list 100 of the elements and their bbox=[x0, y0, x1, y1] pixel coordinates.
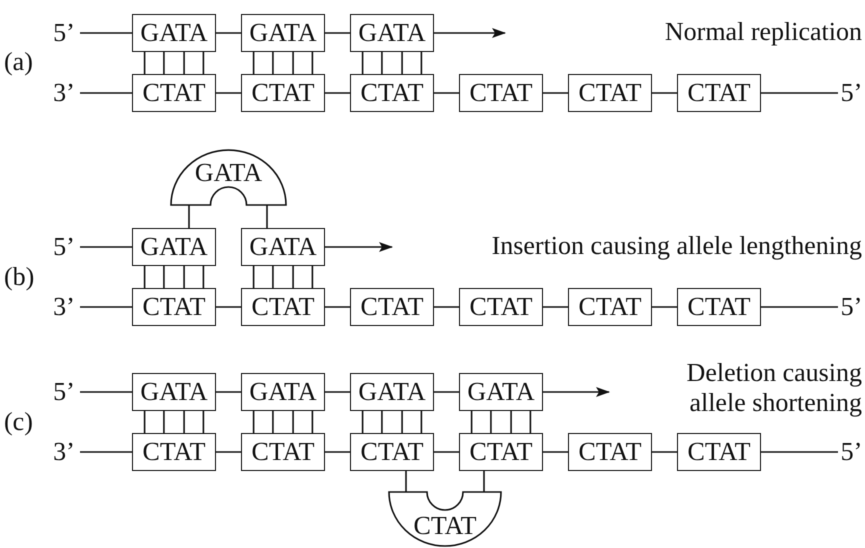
connector-line bbox=[405, 471, 407, 492]
base-pair-line bbox=[202, 52, 204, 74]
base-pair-line bbox=[272, 411, 274, 433]
base-pair-line bbox=[272, 266, 274, 288]
repeat-label: GATA bbox=[194, 159, 264, 187]
strand-end-label: 5’ bbox=[838, 433, 865, 471]
base-pair-line bbox=[163, 411, 165, 433]
base-pair-line bbox=[530, 411, 532, 433]
base-pair-line bbox=[362, 52, 364, 74]
strand-line bbox=[325, 451, 350, 453]
base-pair-line bbox=[401, 411, 403, 433]
repeat-box: GATA bbox=[241, 14, 325, 52]
base-pair-line bbox=[381, 52, 383, 74]
base-pair-line bbox=[490, 411, 492, 433]
repeat-box: GATA bbox=[350, 373, 434, 411]
connector-line bbox=[483, 471, 485, 492]
base-pair-line bbox=[510, 411, 512, 433]
repeat-box: CTAT bbox=[241, 74, 325, 112]
repeat-box: CTAT bbox=[677, 433, 761, 471]
base-pair-line bbox=[183, 266, 185, 288]
strand-line bbox=[325, 306, 350, 308]
base-pair-line bbox=[312, 52, 314, 74]
strand-line bbox=[80, 451, 132, 453]
strand-end-label: 5’ bbox=[48, 14, 80, 52]
strand-end-label: 5’ bbox=[838, 74, 865, 112]
strand-end-label: 3’ bbox=[48, 74, 80, 112]
base-pair-line bbox=[381, 411, 383, 433]
base-pair-line bbox=[420, 52, 422, 74]
connector-line bbox=[266, 205, 268, 228]
panel-caption: Insertion causing allele lengthening bbox=[492, 231, 862, 261]
base-pair-line bbox=[252, 266, 254, 288]
base-pair-line bbox=[292, 411, 294, 433]
repeat-box: CTAT bbox=[568, 433, 652, 471]
base-pair-line bbox=[183, 52, 185, 74]
base-pair-line bbox=[292, 266, 294, 288]
strand-line bbox=[80, 92, 132, 94]
repeat-box: CTAT bbox=[132, 74, 216, 112]
strand-line bbox=[761, 92, 838, 94]
strand-line bbox=[543, 92, 568, 94]
repeat-label: CTAT bbox=[412, 512, 478, 540]
repeat-box: CTAT bbox=[459, 74, 543, 112]
base-pair-line bbox=[144, 52, 146, 74]
base-pair-line bbox=[252, 411, 254, 433]
strand-end-label: 5’ bbox=[838, 288, 865, 326]
arrow bbox=[543, 387, 610, 397]
strand-line bbox=[652, 92, 677, 94]
base-pair-line bbox=[420, 411, 422, 433]
repeat-box: CTAT bbox=[677, 74, 761, 112]
strand-line bbox=[325, 92, 350, 94]
strand-end-label: 3’ bbox=[48, 288, 80, 326]
repeat-box: GATA bbox=[350, 14, 434, 52]
panel-letter: (b) bbox=[4, 262, 34, 292]
strand-line bbox=[216, 92, 241, 94]
strand-line bbox=[434, 391, 459, 393]
repeat-box: CTAT bbox=[568, 74, 652, 112]
repeat-box: CTAT bbox=[241, 288, 325, 326]
repeat-box: GATA bbox=[132, 373, 216, 411]
strand-line bbox=[216, 32, 241, 34]
strand-line bbox=[434, 92, 459, 94]
base-pair-line bbox=[202, 411, 204, 433]
base-pair-line bbox=[163, 52, 165, 74]
repeat-box: GATA bbox=[132, 14, 216, 52]
repeat-box: GATA bbox=[132, 228, 216, 266]
strand-line bbox=[216, 391, 241, 393]
strand-line bbox=[80, 32, 132, 34]
base-pair-line bbox=[144, 266, 146, 288]
strand-line bbox=[543, 306, 568, 308]
arrow bbox=[325, 242, 393, 252]
strand-line bbox=[543, 451, 568, 453]
strand-line bbox=[216, 451, 241, 453]
repeat-box: CTAT bbox=[350, 433, 434, 471]
repeat-box: CTAT bbox=[677, 288, 761, 326]
strand-line bbox=[434, 306, 459, 308]
strand-line bbox=[216, 306, 241, 308]
repeat-box: CTAT bbox=[132, 433, 216, 471]
base-pair-line bbox=[183, 411, 185, 433]
base-pair-line bbox=[312, 266, 314, 288]
base-pair-line bbox=[312, 411, 314, 433]
panel-letter: (c) bbox=[4, 407, 33, 437]
strand-line bbox=[652, 451, 677, 453]
repeat-box: CTAT bbox=[459, 433, 543, 471]
strand-line bbox=[80, 306, 132, 308]
repeat-box: CTAT bbox=[350, 74, 434, 112]
base-pair-line bbox=[362, 411, 364, 433]
repeat-box: CTAT bbox=[568, 288, 652, 326]
repeat-box: GATA bbox=[241, 373, 325, 411]
repeat-box: GATA bbox=[241, 228, 325, 266]
base-pair-line bbox=[252, 52, 254, 74]
strand-end-label: 5’ bbox=[48, 228, 80, 266]
repeat-box: CTAT bbox=[241, 433, 325, 471]
strand-line bbox=[325, 32, 350, 34]
looped-out-repeat bbox=[389, 492, 501, 546]
arrow bbox=[434, 28, 506, 38]
strand-line bbox=[434, 451, 459, 453]
strand-end-label: 5’ bbox=[48, 373, 80, 411]
connector-line bbox=[188, 205, 190, 228]
repeat-box: GATA bbox=[459, 373, 543, 411]
base-pair-line bbox=[401, 52, 403, 74]
base-pair-line bbox=[292, 52, 294, 74]
panel-letter: (a) bbox=[4, 47, 33, 77]
